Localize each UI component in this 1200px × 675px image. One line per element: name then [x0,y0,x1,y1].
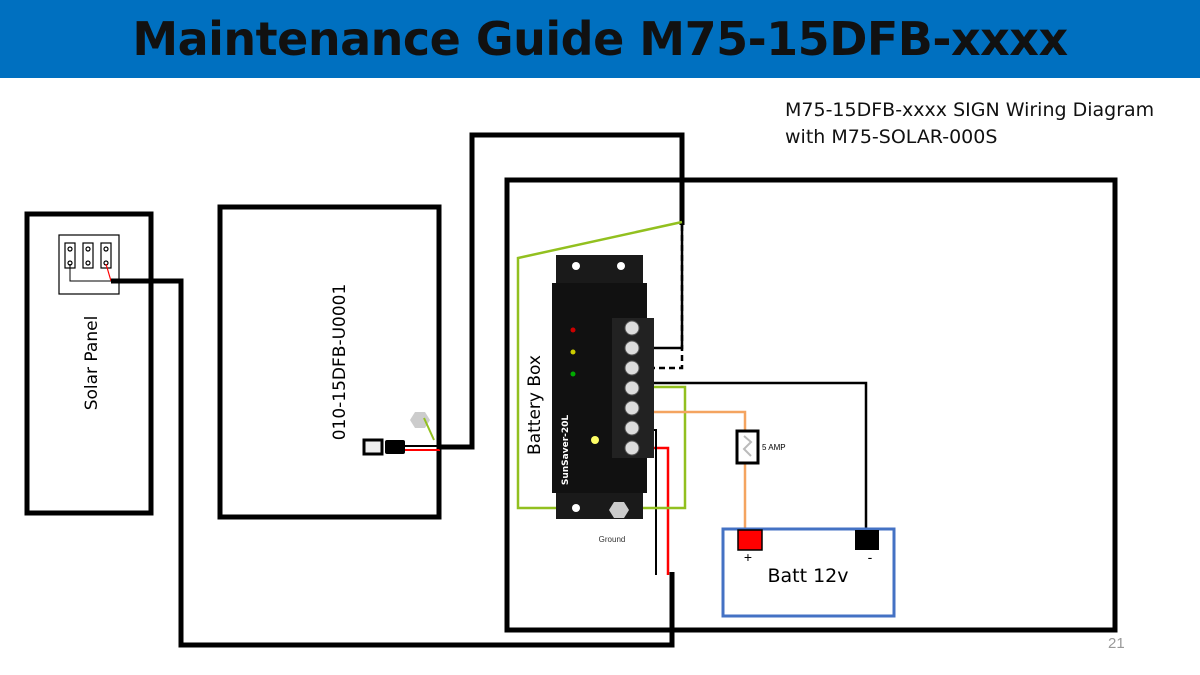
status-led-red [570,327,576,333]
battery-negative-wire [640,381,868,532]
ground-lug-icon [609,502,629,518]
fuse-label: 5 AMP [762,443,786,452]
title-bar: Maintenance Guide M75-15DFB-xxxx [0,0,1200,78]
sign-cable [439,132,685,450]
battery-label: Batt 12v [767,565,848,587]
battery-box [504,177,1118,633]
ground-label: Ground [599,535,626,544]
ground-wire-2 [620,385,687,510]
caption-line-1: M75-15DFB-xxxx SIGN Wiring Diagram [785,99,1155,121]
connector-socket [385,440,405,454]
page-number: 21 [1108,635,1125,652]
charge-controller: SunSaver-20L [552,255,654,519]
status-led-yellow [570,349,576,355]
solar-panel: Solar Panel [24,211,154,516]
battery-minus-label: - [868,549,873,565]
sun-icon [591,436,599,444]
sign-unit-label: 010-15DFB-U0001 [330,284,350,441]
status-led-green [570,371,576,377]
ground-nut-icon [410,412,430,428]
solar-panel-label: Solar Panel [82,316,102,411]
fuse: 5 AMP [735,429,786,465]
battery-box-label: Battery Box [525,355,545,455]
battery: + - Batt 12v [721,527,896,618]
page-title: Maintenance Guide M75-15DFB-xxxx [132,12,1068,66]
battery-positive-terminal [737,529,763,551]
controller-logo: SunSaver-20L [561,415,571,486]
terminal-screws [624,320,640,456]
solar-positive-wire [652,446,670,575]
caption-line-2: with M75-SOLAR-000S [785,126,998,148]
sign-unit: 010-15DFB-U0001 [217,204,442,520]
battery-plus-label: + [744,549,752,565]
battery-positive-wire [640,410,747,430]
connector-plug [362,438,384,456]
solar-cable [111,278,675,648]
diagram-caption: M75-15DFB-xxxx SIGN Wiring Diagram with … [785,97,1154,151]
battery-negative-terminal [855,530,879,550]
junction-terminals [64,242,112,269]
